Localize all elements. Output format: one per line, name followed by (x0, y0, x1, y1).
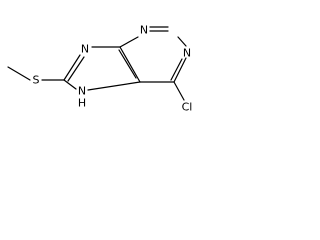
atom-n9: N (81, 43, 89, 56)
atom-n7-hydrogen: H (78, 97, 86, 110)
bond-c5-c4 (119, 46, 141, 83)
bond-s-ch3 (7, 66, 31, 81)
atom-s: S (33, 74, 40, 87)
bond-c8-n7 (63, 79, 77, 90)
structure-canvas: N N Cl N N H S (0, 0, 206, 126)
bond-n1-c6 (173, 57, 187, 83)
bond-n7-c5 (87, 81, 141, 91)
bond-n9-c8 (63, 54, 81, 81)
bond-c5-c4-double (118, 49, 137, 79)
atom-n3: N (140, 24, 148, 37)
bond-n9-c8-double (67, 56, 85, 82)
bond-c2-n1 (177, 36, 187, 47)
atom-n7: N (78, 85, 86, 98)
bond-c6-cl (173, 81, 185, 101)
atom-cl: Cl (182, 101, 193, 114)
purine-structure: N N Cl N N H S (7, 24, 193, 114)
bond-c4-n3 (119, 36, 139, 48)
bond-n1-c6-double (170, 58, 183, 81)
atom-n1: N (183, 47, 191, 60)
